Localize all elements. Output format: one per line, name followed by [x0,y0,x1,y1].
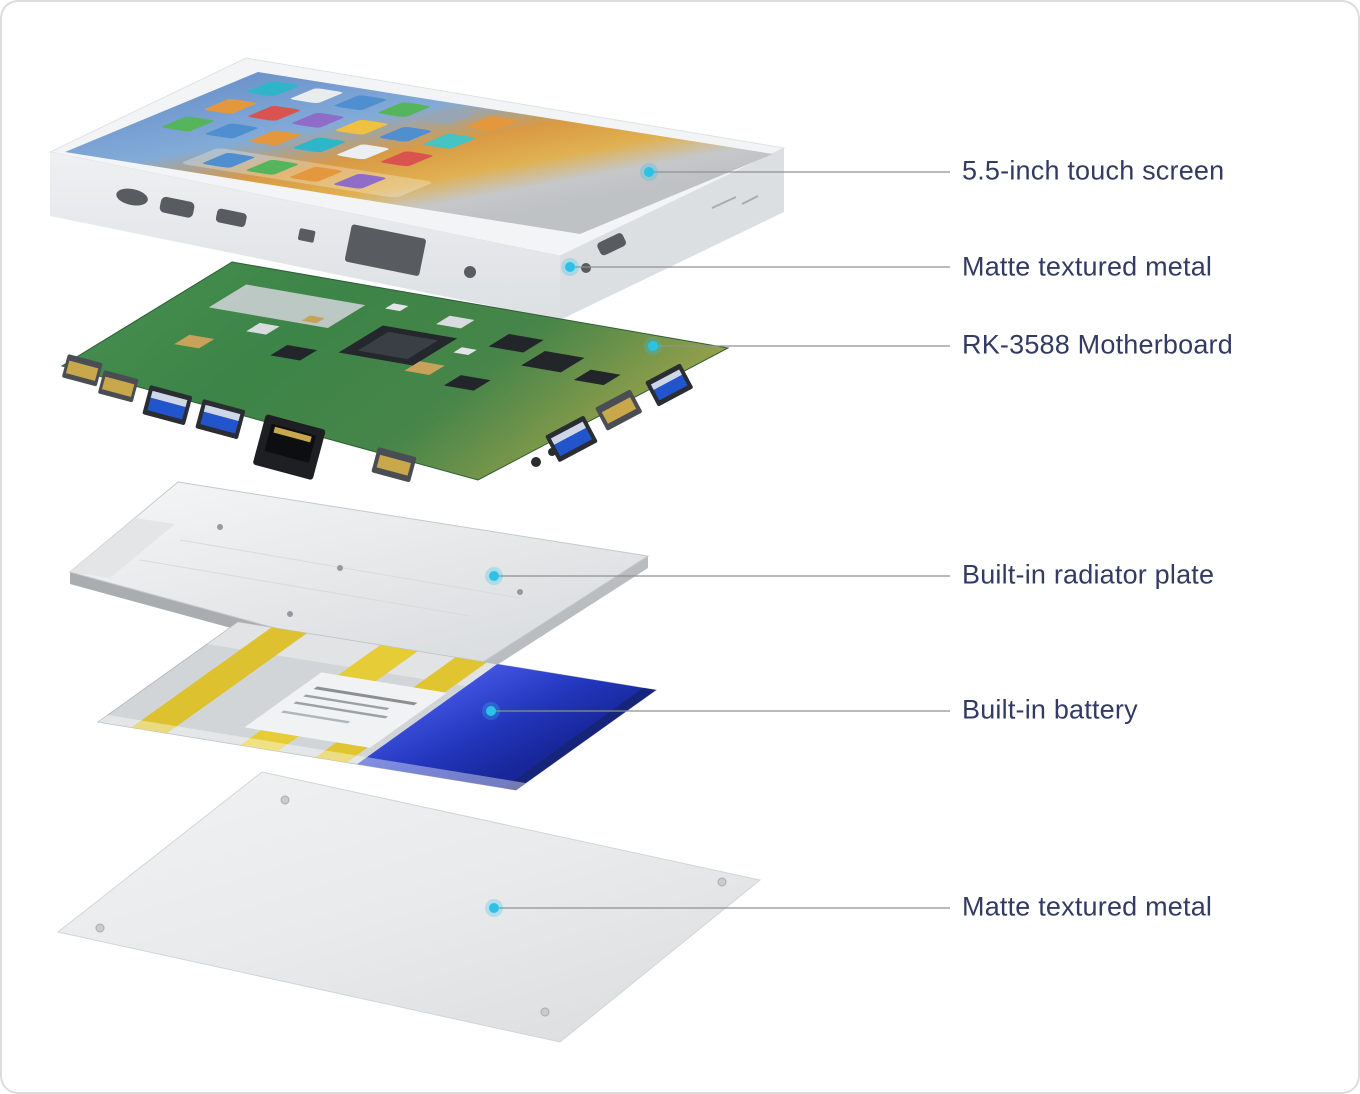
callout-label-battery: Built-in battery [962,694,1138,725]
callout-dot-battery [486,706,496,716]
ethernet-port [253,414,326,480]
usb-port [195,399,246,439]
battery-blue-wrap [357,664,656,790]
cover-screw-holes [95,795,727,1017]
callout-label-motherboard: RK-3588 Motherboard [962,329,1233,360]
shield-can [208,284,366,328]
callout-label-top-case: Matte textured metal [962,251,1213,282]
motherboard-ports-right [545,363,693,462]
usb-port [645,363,693,407]
touch-screen-layer [65,72,773,234]
callout-dot-top-case [565,262,575,272]
screen-dock [182,148,432,198]
motherboard-ports-left [62,354,417,483]
case-port-cutouts [116,188,626,278]
callout-dot-touch-screen [644,167,654,177]
callout-label-bottom-cover: Matte textured metal [962,891,1213,922]
callout-label-touch-screen: 5.5-inch touch screen [962,155,1225,186]
motherboard-layer [60,261,730,483]
bottom-metal-cover-layer [56,771,762,1043]
usb-port [545,416,598,462]
usb-port [142,385,193,425]
callout-label-radiator: Built-in radiator plate [962,559,1215,590]
screen-app-icons [162,81,518,167]
callout-dot-motherboard [648,341,658,351]
callout-dot-bottom-cover [489,903,499,913]
battery-layer [96,621,658,791]
callout-leaders [491,171,950,909]
plate-screw-holes [217,524,523,617]
callout-dots [482,163,662,917]
callout-dot-radiator [489,571,499,581]
